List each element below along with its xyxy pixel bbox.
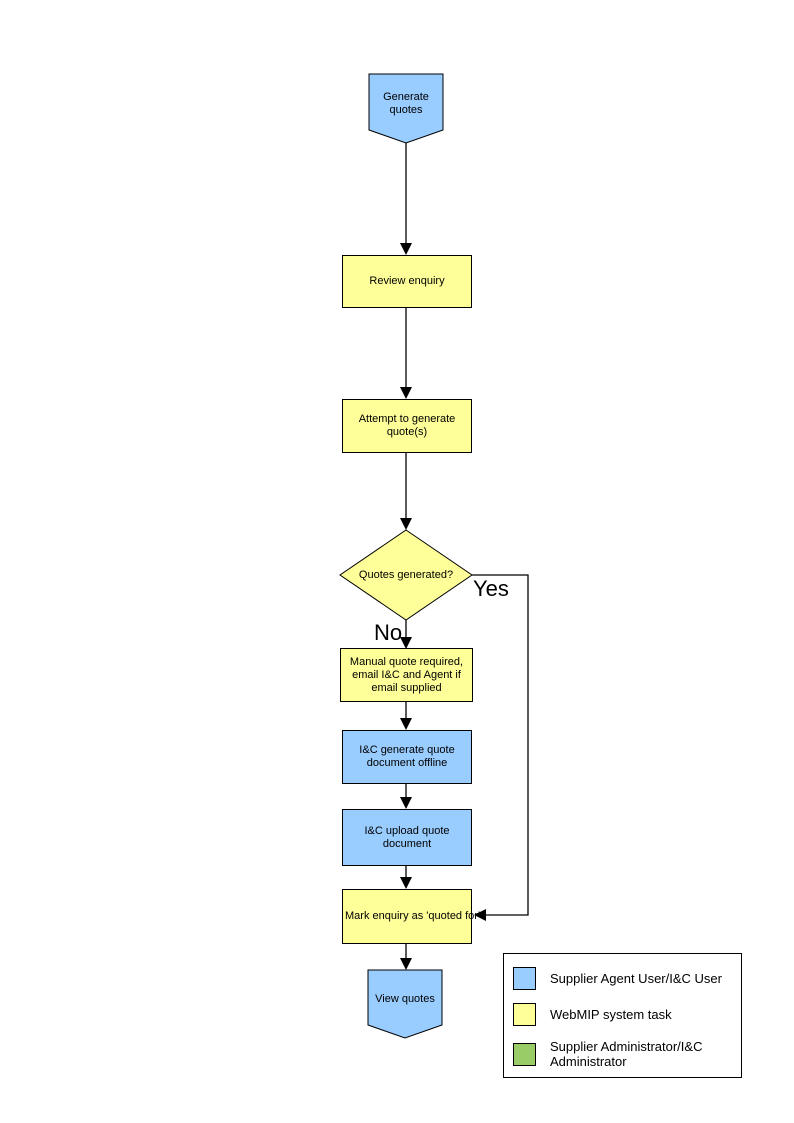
legend-swatch-blue [513, 967, 536, 990]
node-label: Generate quotes [383, 91, 429, 116]
node-label: I&C upload quote document [364, 824, 450, 850]
branch-label-no: No [374, 620, 403, 645]
legend-item-webmip-task: WebMIP system task [513, 1003, 732, 1026]
node-ic-generate: I&C generate quote document offline [342, 730, 472, 784]
node-label: View quotes [375, 992, 435, 1005]
legend-label: Supplier Agent User/I&C User [550, 971, 722, 986]
arrowhead-into-manual [400, 637, 412, 649]
node-quotes-generated-shape [339, 529, 473, 621]
node-label: Manual quote required, email I&C and Age… [349, 655, 464, 694]
arrowhead-into-view [400, 958, 412, 970]
arrowhead-into-review [400, 243, 412, 255]
node-view-quotes-shape [367, 969, 443, 1039]
node-generate-quotes-shape [368, 73, 444, 144]
legend-swatch-yellow [513, 1003, 536, 1026]
node-generate-quotes-label: Generate quotes [369, 76, 443, 132]
node-review-enquiry: Review enquiry [342, 255, 472, 308]
arrowhead-into-icgenerate [400, 718, 412, 730]
node-mark-enquiry: Mark enquiry as 'quoted for' [342, 889, 481, 944]
arrowhead-into-icupload [400, 797, 412, 809]
node-label: I&C generate quote document offline [359, 744, 455, 769]
legend-label: Supplier Administrator/I&C Administrator [550, 1039, 703, 1069]
node-label: Quotes generated? [358, 568, 454, 581]
node-label: Attempt to generate quote(s) [358, 413, 456, 438]
legend-label: WebMIP system task [550, 1007, 672, 1022]
legend: Supplier Agent User/I&C User WebMIP syst… [503, 953, 742, 1078]
node-label: Mark enquiry as 'quoted for' [345, 910, 481, 922]
branch-label-yes: Yes [473, 576, 509, 601]
node-attempt-generate: Attempt to generate quote(s) [342, 399, 472, 453]
arrowhead-yes-into-mark [474, 909, 486, 921]
node-view-quotes-label: View quotes [368, 975, 442, 1023]
connector-yes-elbow [472, 574, 529, 916]
node-manual-quote: Manual quote required, email I&C and Age… [340, 648, 473, 702]
legend-item-agent-user: Supplier Agent User/I&C User [513, 967, 732, 990]
legend-swatch-green [513, 1042, 536, 1066]
node-quotes-generated-label: Quotes generated? [356, 560, 456, 590]
arrowhead-into-attempt [400, 387, 412, 399]
arrowhead-into-decision [400, 518, 412, 530]
node-ic-upload: I&C upload quote document [342, 809, 472, 866]
arrowhead-into-mark [400, 877, 412, 889]
node-label: Review enquiry [369, 275, 445, 287]
legend-item-administrator: Supplier Administrator/I&C Administrator [513, 1039, 732, 1069]
